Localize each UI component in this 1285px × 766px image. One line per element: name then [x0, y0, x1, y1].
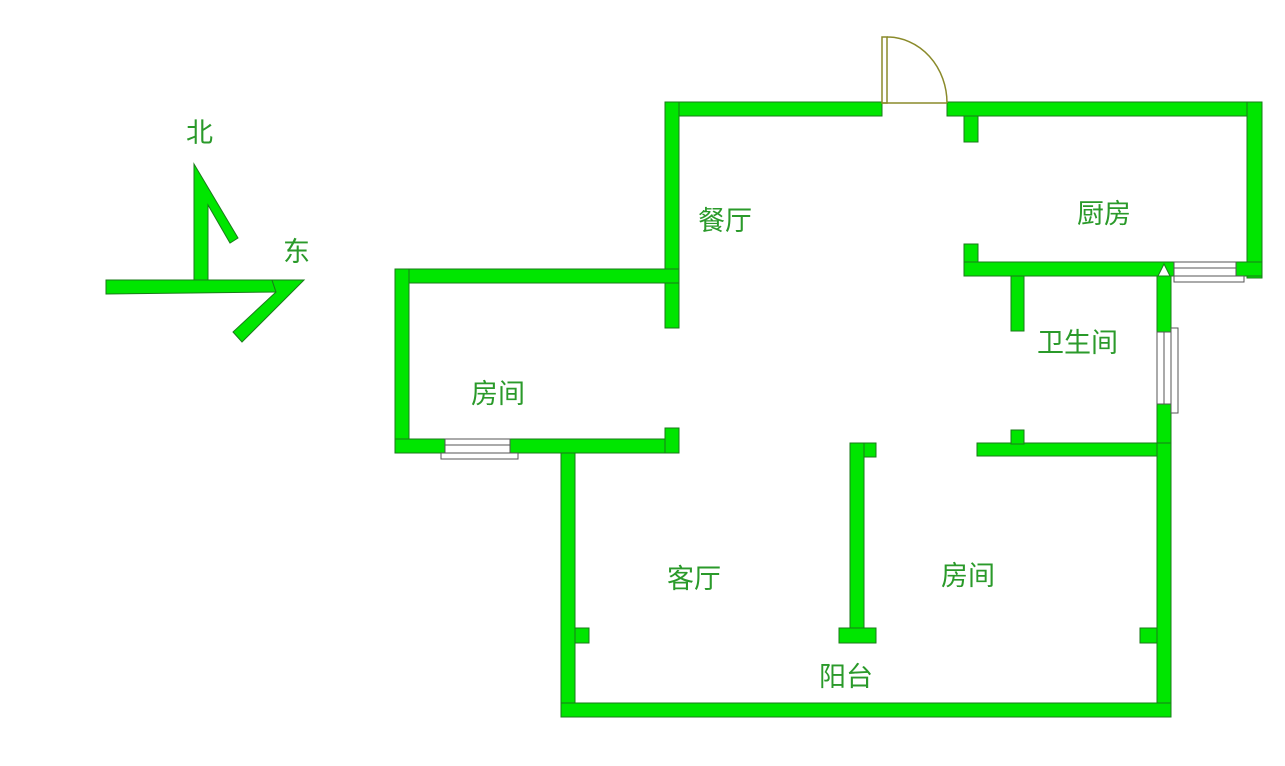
wall-bedroom-south-left: [394, 438, 446, 454]
wall-bedroom-south-right: [509, 438, 680, 454]
wall-living-west: [560, 452, 576, 718]
wall-balcony-south: [560, 702, 1172, 718]
wall-partition-top: [863, 442, 877, 458]
wall-dining-west: [664, 101, 680, 329]
wall-living-west-stub: [574, 627, 590, 644]
wall-partition: [849, 442, 865, 644]
wall-kitchen-stub-top: [963, 115, 979, 143]
compass-north-label: 北: [186, 118, 213, 149]
compass-east-label: 东: [283, 237, 310, 268]
compass-east-arrow-icon: [105, 279, 277, 295]
wall-bath-south: [976, 442, 1172, 457]
room-label-dining: 餐厅: [698, 206, 752, 237]
compass: [105, 162, 306, 343]
door-swing-arc: [886, 36, 948, 104]
walls: [394, 101, 1263, 718]
wall-east-lower: [1156, 442, 1172, 718]
wall-top-left: [664, 101, 883, 117]
compass-east-arrow-tip-icon: [232, 279, 306, 343]
room-label-balcony: 阳台: [819, 662, 873, 693]
room-label-bedroom-west: 房间: [471, 379, 525, 410]
wall-kitchen-south-end: [1235, 261, 1263, 277]
room-label-kitchen: 厨房: [1077, 199, 1131, 230]
wall-bath-stub: [1010, 275, 1025, 332]
room-label-bedroom-south: 房间: [941, 561, 995, 592]
window-west-bedroom: [440, 438, 519, 460]
wall-kitchen-south: [963, 261, 1175, 277]
room-label-living: 客厅: [667, 564, 721, 595]
windows: [440, 261, 1245, 460]
compass-north-arrow-icon: [193, 162, 239, 281]
window-kitchen: [1173, 261, 1245, 283]
wall-east-lower-stub: [1139, 627, 1158, 644]
wall-partition-foot: [838, 627, 877, 644]
door-leaf: [881, 36, 888, 104]
room-label-bathroom: 卫生间: [1037, 328, 1118, 359]
window-bathroom: [1156, 327, 1179, 414]
wall-top-right: [946, 101, 1263, 117]
wall-kitchen-east: [1246, 101, 1263, 279]
wall-bath-south-stub: [1010, 429, 1025, 445]
wall-bath-east-upper: [1156, 275, 1172, 333]
marker-triangle: [1157, 262, 1171, 277]
wall-bedroom-west: [394, 268, 410, 454]
wall-bedroom-south-stub: [664, 427, 680, 454]
entry-door: [881, 36, 948, 104]
wall-bedroom-top: [394, 268, 680, 284]
